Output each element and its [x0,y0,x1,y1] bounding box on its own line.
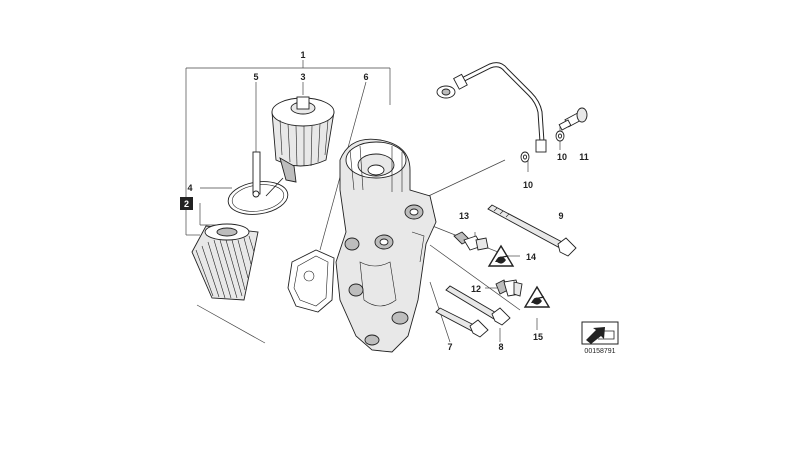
center-rod [252,151,261,198]
callout-9: 9 [558,211,563,221]
warning-triangle-icon [523,285,551,308]
filter-housing [335,138,437,353]
banjo-bolt [558,107,588,131]
callout-13: 13 [459,211,469,221]
callout-8: 8 [498,342,503,352]
callout-15: 15 [533,332,543,342]
temperature-sensor [453,231,489,251]
callout-6: 6 [363,72,368,82]
callout-7: 7 [447,342,452,352]
callout-4: 4 [187,183,192,193]
callout-1: 1 [300,50,305,60]
washer-a [555,130,565,142]
long-bolt [487,204,577,257]
callout-14: 14 [526,252,536,262]
callout-5: 5 [253,72,258,82]
washer-b [520,151,530,163]
callout-10: 10 [557,152,567,162]
gasket [287,249,335,313]
filter-cap [265,96,335,197]
callout-10: 10 [523,180,533,190]
callout-2-box [180,197,193,210]
o-ring [227,181,289,215]
callout-3: 3 [300,72,305,82]
callout-labels: 1 3 5 6 4 2 10 11 10 9 13 14 12 15 7 8 [180,50,589,352]
callout-12: 12 [471,284,481,294]
pressure-switch [495,279,523,297]
bolt-8 [445,285,511,326]
callout-2: 2 [184,199,189,209]
warning-triangle-icon [487,244,515,267]
oil-pipe [436,62,547,153]
oil-filter-element [191,223,259,301]
bolt-7 [435,307,489,338]
arrow-icon [581,321,619,345]
drawing-code: 00158791 [584,348,615,355]
callout-11: 11 [579,152,589,162]
